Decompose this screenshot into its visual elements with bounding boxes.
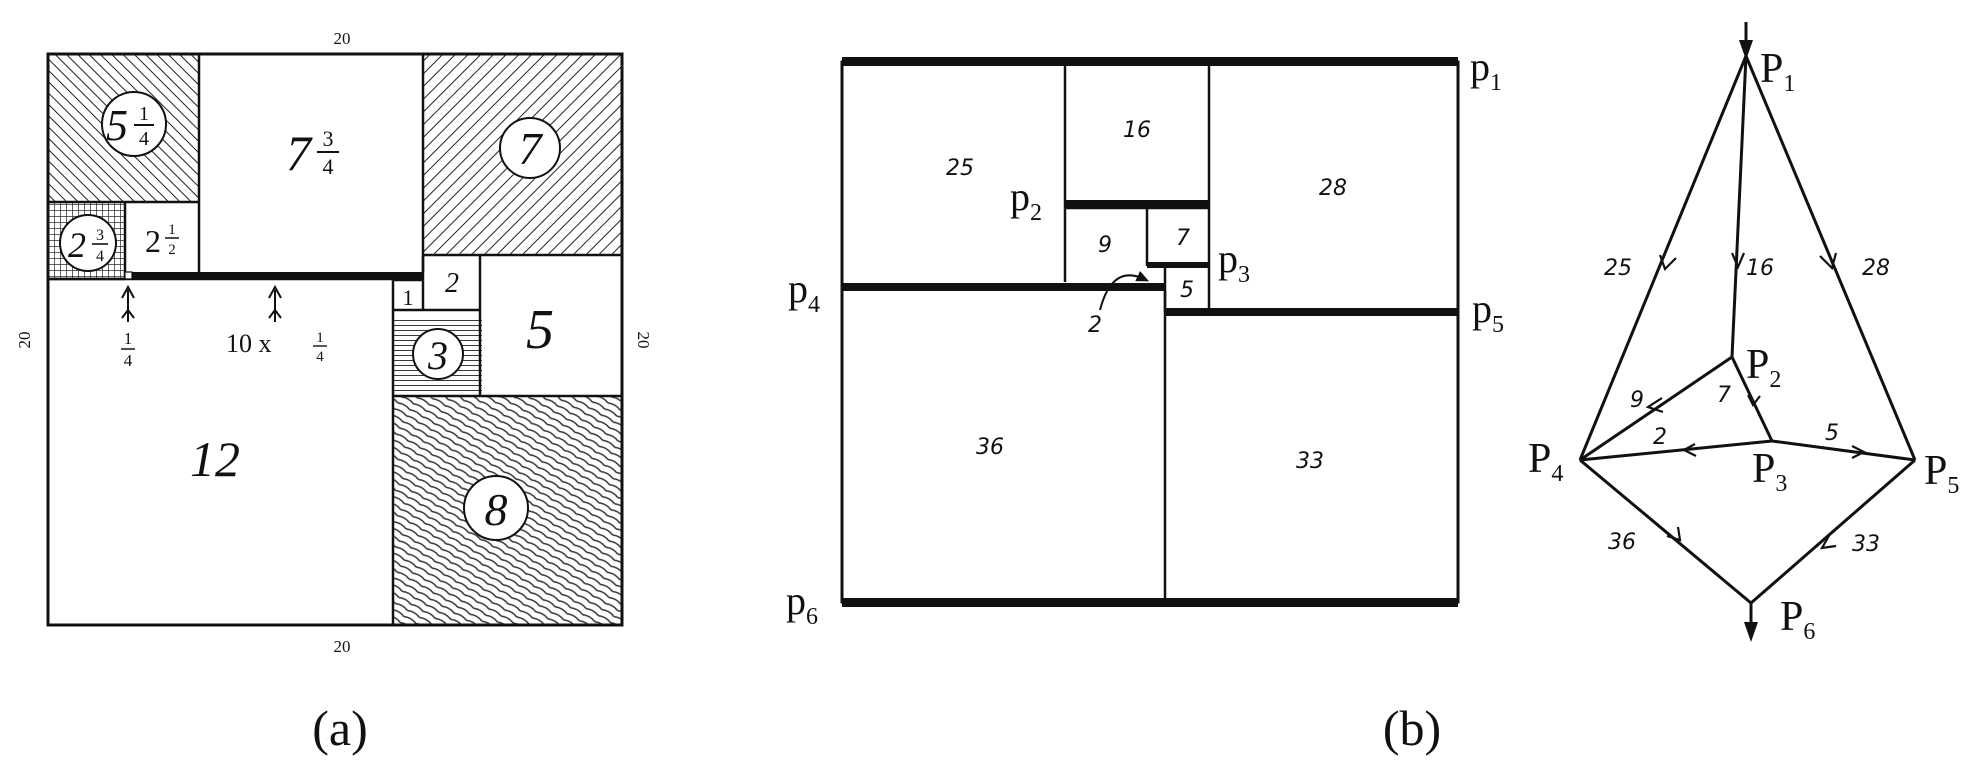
node-p2: p2 <box>1010 174 1042 226</box>
node-P4: P4 <box>1528 436 1563 487</box>
tile-5: 5 <box>1180 278 1194 303</box>
label-12: 12 <box>190 431 240 487</box>
note-quarter-den: 4 <box>124 351 133 370</box>
label-plate-7 <box>499 117 561 179</box>
dim-right: 20 <box>634 332 653 349</box>
tile-25: 25 <box>946 156 974 181</box>
bar-p2 <box>1065 200 1209 208</box>
label-8: 8 <box>485 484 508 535</box>
node-P3: P3 <box>1752 446 1787 497</box>
dim-bottom: 20 <box>334 637 351 656</box>
label-5: 5 <box>526 299 554 361</box>
label-2-1-2-den: 2 <box>168 242 176 258</box>
label-5-1-4-num: 1 <box>139 103 149 125</box>
node-p5: p5 <box>1472 286 1504 338</box>
label-1: 1 <box>403 285 414 310</box>
node-P5: P5 <box>1924 448 1959 499</box>
edge-33: 33 <box>1852 532 1880 557</box>
tile-16: 16 <box>1123 118 1151 143</box>
label-plate-8 <box>463 475 529 541</box>
tile-7: 7 <box>1176 226 1190 251</box>
panel-a-labels: 5 1 4 7 3 4 7 2 3 4 2 1 2 1 2 3 5 12 8 <box>68 101 554 535</box>
edge-28: 28 <box>1862 256 1890 281</box>
pointer-arrows <box>121 284 282 322</box>
network-node-labels: P1 P2 P3 P4 P5 P6 <box>1528 46 1959 645</box>
panel-b-network: 25 16 28 9 7 2 5 36 33 P1 P2 P3 P4 P5 P6… <box>1383 22 1959 756</box>
caption-a: (a) <box>312 700 368 756</box>
gap-arrow <box>1099 270 1150 311</box>
bar-p1 <box>842 57 1458 66</box>
tiling-heavy-lines <box>842 57 1458 607</box>
bar-p5 <box>1165 308 1458 316</box>
bar-p3 <box>1147 262 1209 268</box>
panel-a-dimensions: 20 20 20 20 <box>15 29 653 656</box>
note-quarter-num: 1 <box>124 329 133 348</box>
label-7-3-4-num: 3 <box>323 126 334 151</box>
label-7-3-4-whole: 7 <box>286 125 313 181</box>
network-edge-labels: 25 16 28 9 7 2 5 36 33 <box>1604 256 1890 557</box>
label-2-3-4-num: 3 <box>96 227 104 244</box>
tiling-node-labels: p1 p2 p3 p4 p5 p6 <box>786 44 1504 630</box>
network-edge-arrows <box>1645 252 1867 550</box>
label-7-3-4-den: 4 <box>323 154 334 179</box>
node-p3: p3 <box>1218 236 1250 288</box>
panel-b-tiling: 25 16 28 9 7 5 36 33 2 p1 p2 p3 p4 p5 p6 <box>786 44 1504 630</box>
network-arrowheads <box>1739 40 1758 642</box>
quarter-square <box>124 271 133 280</box>
node-P1: P1 <box>1760 46 1795 97</box>
panel-a-frame <box>46 52 624 627</box>
tile-gap-2: 2 <box>1088 313 1102 338</box>
label-2: 2 <box>445 268 459 299</box>
panel-a: 5 1 4 7 3 4 7 2 3 4 2 1 2 1 2 3 5 12 8 <box>15 29 653 756</box>
edge-16: 16 <box>1746 256 1774 281</box>
tiling-frame <box>840 60 1460 604</box>
node-p4: p4 <box>788 266 820 318</box>
label-2-1-2-num: 1 <box>168 222 176 238</box>
arrow-in-p1 <box>1739 40 1753 60</box>
label-5-1-4-whole: 5 <box>106 101 128 150</box>
bar-p6 <box>842 598 1458 607</box>
caption-b: (b) <box>1383 700 1441 756</box>
edge-5: 5 <box>1825 421 1839 446</box>
node-P6: P6 <box>1780 594 1815 645</box>
label-7: 7 <box>519 123 544 174</box>
note-strip-den: 4 <box>316 349 324 365</box>
note-strip-num: 1 <box>316 330 324 346</box>
label-plate-2-3-4 <box>59 214 117 272</box>
label-5-1-4-den: 4 <box>139 128 149 150</box>
node-p1: p1 <box>1470 44 1502 96</box>
strip-bar <box>130 272 423 280</box>
edge-36: 36 <box>1608 530 1636 555</box>
tiling-lines <box>1063 62 1458 602</box>
bar-p4 <box>842 283 1165 291</box>
arrow-out-p6 <box>1744 622 1758 642</box>
dim-top: 20 <box>334 29 351 48</box>
tile-9: 9 <box>1098 233 1112 258</box>
node-P2: P2 <box>1746 342 1781 393</box>
label-2-1-2-whole: 2 <box>145 223 161 259</box>
tiling-square-labels: 25 16 28 9 7 5 36 33 2 <box>946 118 1347 474</box>
label-3: 3 <box>427 333 448 378</box>
label-2-3-4-den: 4 <box>96 248 104 265</box>
edge-2: 2 <box>1653 425 1667 450</box>
network-edges <box>1578 22 1917 638</box>
pointer-notes: 1 4 10 x 1 4 <box>121 329 327 370</box>
tile-36: 36 <box>976 435 1004 460</box>
label-2-3-4-whole: 2 <box>68 225 86 265</box>
edge-9: 9 <box>1630 388 1644 413</box>
dim-left: 20 <box>15 332 34 349</box>
edge-25: 25 <box>1604 256 1632 281</box>
tile-28: 28 <box>1319 176 1347 201</box>
label-plate-3 <box>412 328 464 380</box>
note-strip-prefix: 10 x <box>226 329 272 358</box>
edge-7: 7 <box>1717 383 1731 408</box>
tile-33: 33 <box>1296 449 1324 474</box>
node-p6: p6 <box>786 578 818 630</box>
